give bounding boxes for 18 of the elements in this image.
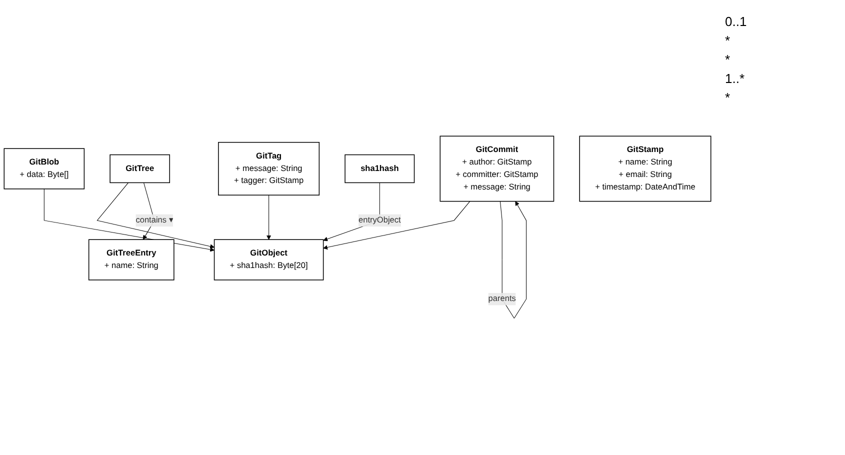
node-box: GitStamp + name: String + email: String + timestamp: DateAndTime (579, 136, 712, 202)
multiplicity-label: * (725, 90, 732, 105)
edge-label: parents (488, 294, 516, 304)
node-box: GitTag + message: String + tagger: GitStamp (218, 142, 320, 196)
multiplicity-label: 1..* (725, 71, 746, 86)
arrow (266, 195, 272, 240)
node-box: GitCommit + author: GitStamp + committer: GitStamp + message: String (440, 136, 554, 202)
node-box: GitTreeEntry + name: String (88, 239, 174, 281)
edge-label: contains ▾ (136, 216, 173, 225)
node-box: GitBlob + data: Byte[] (4, 148, 85, 190)
node-box: GitObject + sha1hash: Byte[20] (214, 239, 324, 281)
multiplicity-label: * (725, 33, 732, 48)
multiplicity-label: 0..1 (725, 14, 748, 29)
arrow (323, 201, 470, 250)
edge-label: entryObject (358, 216, 401, 225)
multiplicity-label: * (725, 52, 732, 67)
node-box: GitTree (110, 154, 170, 184)
node-box: sha1hash (344, 154, 415, 184)
